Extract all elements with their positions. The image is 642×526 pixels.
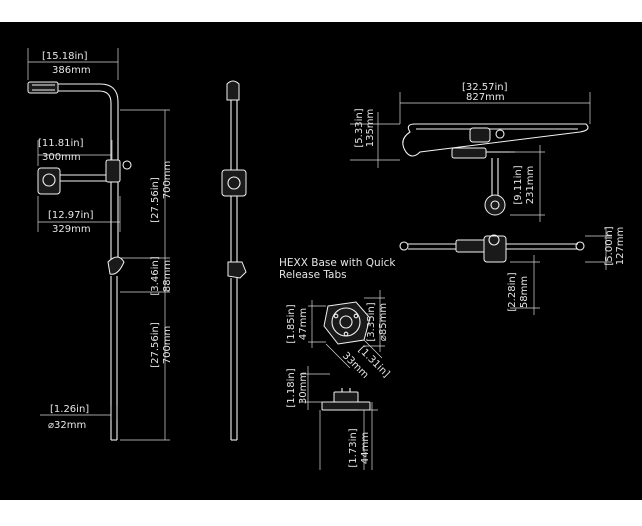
upper-height-in-label: [27.56in] [150,177,161,223]
front-end-part [399,241,409,251]
profile-clamp-part [221,169,247,197]
arm-in-label: [11.81in] [38,138,84,149]
upper-height-mm-label: 700mm [162,161,173,200]
base-side-mm-label: 47mm [298,308,309,340]
top-bar-part [402,123,589,157]
base-bottom-mm-label: 44mm [360,432,371,464]
reach-in-label: [12.97in] [48,210,94,221]
bent-tube-part [58,90,112,270]
base-side-in-label: [1.85in] [286,304,297,343]
joint-in-label: [3.46in] [150,256,161,295]
base-hole-part [333,313,339,319]
top-width-mm-label: 827mm [466,92,505,103]
base-dia-in-label: [3.35in] [366,302,377,341]
base-plate-part [321,401,371,411]
top-grip-part [451,147,487,159]
top-depth-in-label: [5.33in] [354,108,365,147]
front-offset-in-label: [2.28in] [507,272,518,311]
top-depth-mm-label: 135mm [365,109,376,148]
tube-dia-mm-label: ⌀32mm [48,420,86,431]
base-collar-part [333,391,359,403]
base-bottom-in-label: [1.73in] [348,428,359,467]
front-offset-mm-label: 58mm [519,276,530,308]
profile-top-part [226,80,240,101]
lock-knob-part [122,160,132,170]
top-base-part [484,194,506,216]
front-height-mm-label: 127mm [615,227,626,266]
hexx-base-detail: HEXX Base with Quick Release Tabs [1.85i… [279,257,396,470]
top-drop-mm-label: 231mm [525,166,536,205]
top-width-in-label: [15.18in] [42,51,88,62]
front-grip-part [455,239,489,253]
arm-mm-label: 300mm [42,152,81,163]
top-width-in-label: [32.57in] [462,82,508,93]
base-hole-part [353,313,359,319]
reach-mm-label: 329mm [52,224,91,235]
tube-dia-in-label: [1.26in] [50,404,89,415]
front-knob-part [488,234,500,246]
technical-drawing-sheet [0,22,642,500]
profile-view [221,80,247,441]
hexx-base-title-line1: HEXX Base with Quick [279,257,396,269]
bent-tube-part [58,83,119,270]
front-clamp-part [483,235,507,263]
top-knob-part [495,129,505,139]
profile-joint-part [227,261,247,279]
grip-handle-part [27,81,59,94]
top-drop-in-label: [9.11in] [513,165,524,204]
joint-mm-label: 88mm [162,260,173,292]
clamp-knob-part [42,173,56,187]
base-hub-part [339,315,353,329]
front-view: [5.00in] 127mm [2.28in] 58mm [399,226,626,315]
front-height-in-label: [5.00in] [604,226,615,265]
side-view: [15.18in] 386mm [11.81in] 300mm [12.97in… [27,48,173,441]
profile-knob-part [227,176,241,190]
lower-height-in-label: [27.56in] [150,322,161,368]
hexx-base-title-line2: Release Tabs [279,269,347,281]
top-base-hub-part [490,200,500,210]
top-view: [32.57in] 827mm [5.33in] 135mm [9.11in] … [350,82,591,222]
base-height-mm-label: 30mm [298,372,309,404]
base-dia-mm-label: ⌀85mm [378,303,389,341]
lower-height-mm-label: 700mm [162,326,173,365]
clamp-base-part [37,167,61,195]
front-end-part [575,241,585,251]
base-height-in-label: [1.18in] [286,368,297,407]
top-width-mm-label: 386mm [52,65,91,76]
collar-part [105,159,121,183]
joint-part [107,256,125,275]
top-clamp-part [469,127,491,143]
base-hole-part [343,331,349,337]
